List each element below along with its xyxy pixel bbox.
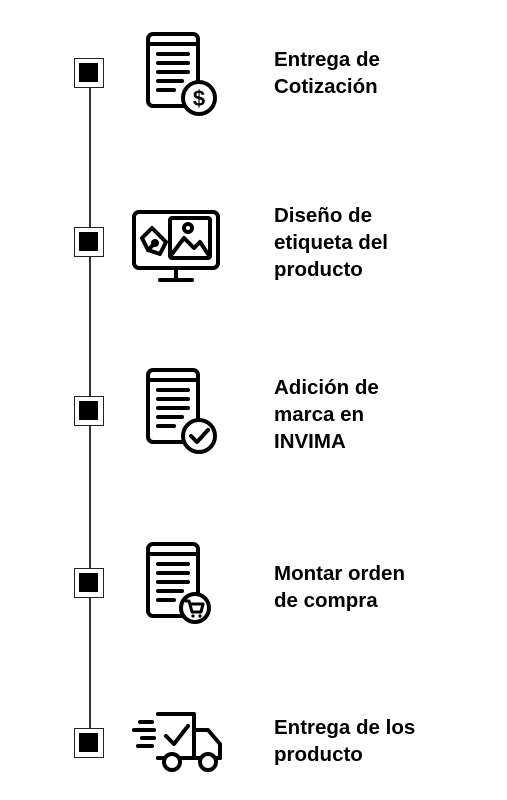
step-label: Adición de marca en INVIMA: [274, 376, 379, 453]
step-label: Entrega de Cotización: [274, 48, 380, 98]
design-monitor-icon: [128, 198, 224, 294]
step-marker: [74, 58, 104, 88]
step-marker: [74, 227, 104, 257]
timeline-step-invima: Adición de marca en INVIMA: [0, 366, 507, 466]
step-marker: [74, 396, 104, 426]
svg-text:$: $: [193, 86, 205, 111]
invoice-dollar-icon: $: [128, 30, 224, 126]
timeline-step-delivery: Entrega de los producto: [0, 694, 507, 794]
document-check-icon: [128, 366, 224, 462]
timeline-step-purchase-order: Montar orden de compra: [0, 540, 507, 640]
step-label: Entrega de los producto: [274, 716, 416, 766]
document-cart-icon: [128, 540, 224, 636]
step-marker: [74, 568, 104, 598]
timeline-step-label-design: Diseño de etiqueta del producto: [0, 194, 507, 294]
step-label: Diseño de etiqueta del producto: [274, 204, 388, 281]
step-label: Montar orden de compra: [274, 562, 405, 612]
delivery-truck-icon: [128, 696, 224, 792]
timeline-step-quotation: $ Entrega de Cotización: [0, 30, 507, 130]
step-marker: [74, 728, 104, 758]
